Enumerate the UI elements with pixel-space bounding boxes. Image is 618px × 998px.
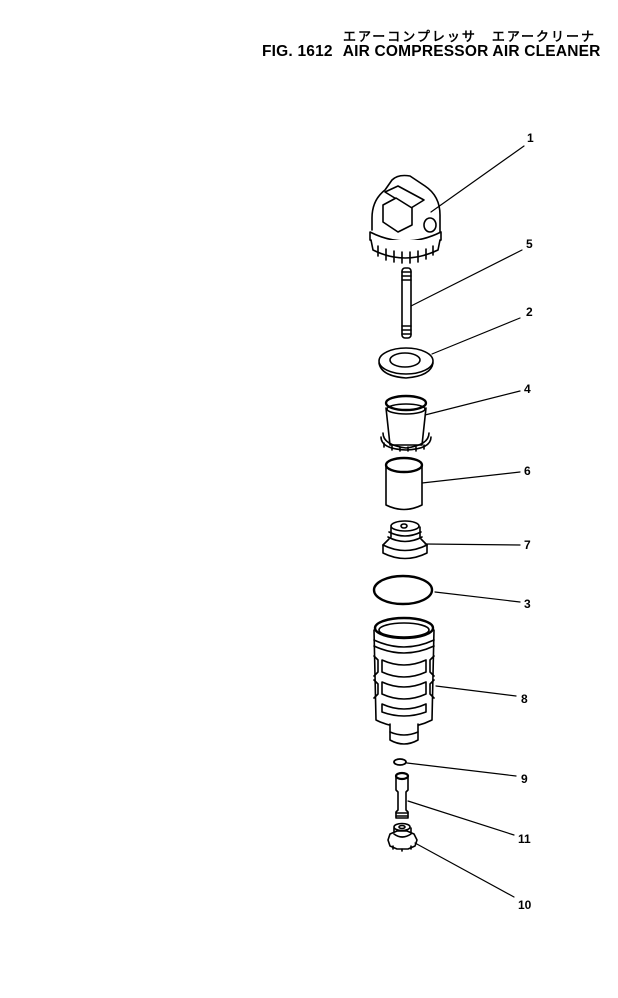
callout-2: 2 bbox=[526, 305, 533, 319]
part-9-small-o-ring-drawing bbox=[393, 758, 407, 766]
leader-7 bbox=[424, 543, 521, 546]
leader-11 bbox=[407, 800, 515, 836]
part-3-o-ring-drawing bbox=[372, 574, 434, 606]
callout-8: 8 bbox=[521, 692, 528, 706]
callout-11: 11 bbox=[518, 832, 531, 846]
part-2-washer-drawing bbox=[378, 347, 434, 379]
leader-lines bbox=[406, 145, 525, 898]
part-6-element-drawing bbox=[384, 456, 424, 511]
figure-name: AIR COMPRESSOR AIR CLEANER bbox=[342, 43, 601, 60]
leader-3 bbox=[434, 591, 521, 603]
leader-6 bbox=[421, 471, 521, 484]
japanese-title: エアーコンプレッサ エアークリーナ bbox=[343, 30, 597, 45]
part-7-retainer-drawing bbox=[382, 520, 428, 560]
leader-1 bbox=[430, 145, 525, 213]
part-11-drain-tube-drawing bbox=[394, 771, 410, 819]
leader-10 bbox=[414, 842, 515, 898]
callout-4: 4 bbox=[524, 382, 531, 396]
leader-8 bbox=[435, 685, 517, 697]
callout-7: 7 bbox=[524, 538, 531, 552]
leader-9 bbox=[406, 762, 517, 777]
leader-2 bbox=[431, 317, 521, 355]
figure-title: FIG. 1612 AIR COMPRESSOR AIR CLEANER bbox=[262, 43, 601, 61]
part-5-stud-drawing bbox=[401, 267, 412, 339]
part-4-cup-drawing bbox=[380, 394, 432, 452]
callout-3: 3 bbox=[524, 597, 531, 611]
callout-10: 10 bbox=[518, 898, 532, 912]
part-1-head-cap-drawing bbox=[369, 174, 442, 264]
callout-6: 6 bbox=[524, 464, 531, 478]
leader-5 bbox=[410, 249, 523, 307]
callout-9: 9 bbox=[521, 772, 528, 786]
part-10-drain-plug-drawing bbox=[387, 822, 418, 852]
part-8-bowl-drawing bbox=[373, 616, 435, 745]
callout-1: 1 bbox=[527, 131, 534, 145]
callout-5: 5 bbox=[526, 237, 533, 251]
leader-4 bbox=[424, 390, 521, 416]
figure-number: FIG. 1612 bbox=[262, 43, 333, 60]
